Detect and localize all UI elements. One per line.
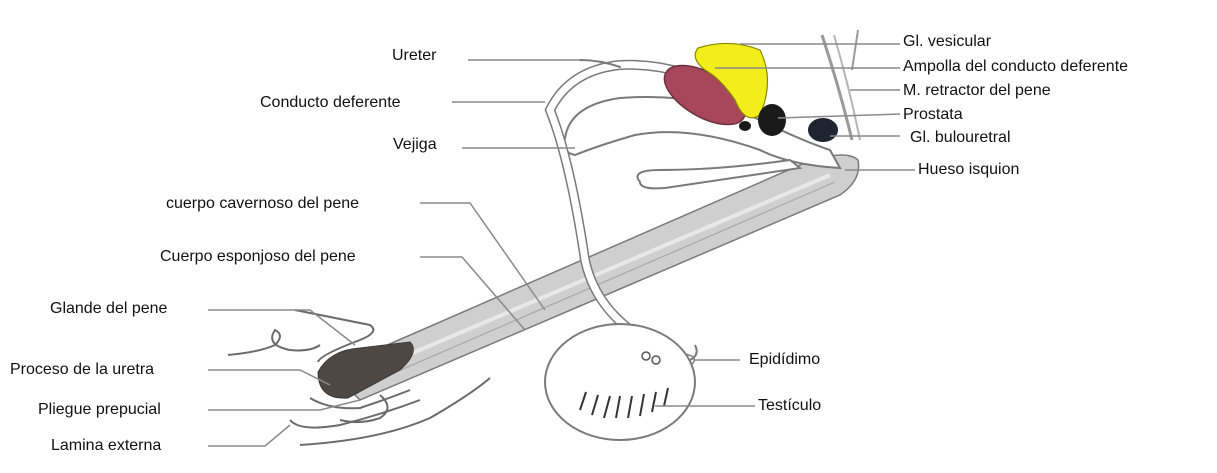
label-epididimo: Epidídimo	[749, 351, 820, 369]
label-vejiga: Vejiga	[393, 136, 437, 154]
leader-proceso-uretra	[208, 370, 330, 385]
small-gland-shape	[739, 121, 751, 131]
leader-pliegue-prepucial	[208, 400, 360, 410]
label-pliegue-prepucial: Pliegue prepucial	[38, 401, 161, 419]
leader-lamina-externa	[208, 425, 290, 446]
label-testiculo: Testículo	[758, 397, 821, 415]
leader-glande	[208, 310, 355, 345]
prostate-shape	[758, 104, 786, 136]
label-conducto-deferente: Conducto deferente	[260, 94, 401, 112]
bulbourethral-shape	[808, 118, 838, 142]
label-m-retractor: M. retractor del pene	[903, 82, 1051, 100]
label-ureter: Ureter	[392, 47, 436, 65]
label-hueso-isquion: Hueso isquion	[918, 161, 1019, 179]
label-cuerpo-cavernoso: cuerpo cavernoso del pene	[166, 195, 359, 213]
label-gl-bulouretral: Gl. bulouretral	[910, 129, 1011, 147]
label-glande: Glande del pene	[50, 300, 167, 318]
label-prostata: Prostata	[903, 106, 963, 124]
label-lamina-externa: Lamina externa	[51, 437, 161, 455]
label-gl-vesicular: Gl. vesicular	[903, 33, 991, 51]
label-cuerpo-esponjoso: Cuerpo esponjoso del pene	[160, 248, 356, 266]
label-proceso-uretra: Proceso de la uretra	[10, 361, 154, 379]
leader-prostata	[778, 114, 900, 118]
label-ampolla: Ampolla del conducto deferente	[903, 58, 1128, 76]
testis-shape	[545, 324, 697, 440]
